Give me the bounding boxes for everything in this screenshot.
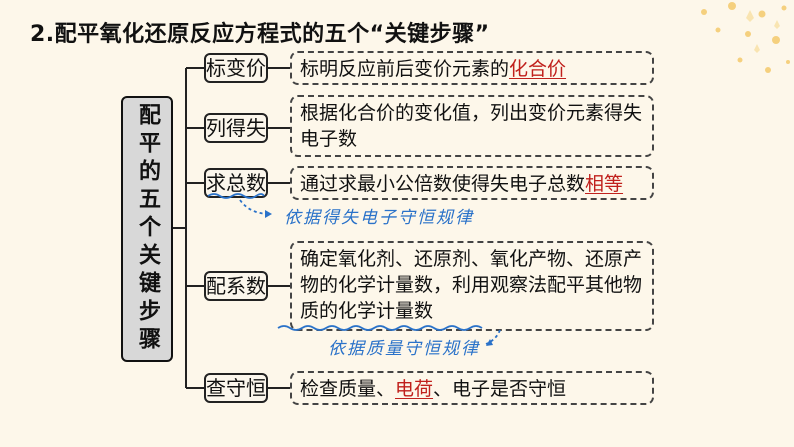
step-node-coefficients: 配系数 (204, 271, 268, 301)
desc-text: 检查质量、 (300, 378, 396, 400)
heading-text: 配平氧化还原反应方程式的五个“关键步骤” (54, 22, 490, 47)
step-description-check: 检查质量、电荷、电子是否守恒 (290, 371, 654, 405)
step-label: 列得失 (206, 116, 266, 140)
desc-text: 标明反应前后变价元素的 (300, 58, 510, 80)
main-label-box: 配平的五个关键步骤 (121, 96, 173, 362)
step-node-label-valence: 标变价 (204, 53, 268, 83)
step-label: 标变价 (206, 56, 266, 80)
step-label: 配系数 (206, 274, 266, 298)
step-node-list-gain-loss: 列得失 (204, 113, 268, 143)
note-electron-conservation: 依据得失电子守恒规律 (284, 208, 474, 228)
step-description-find-total: 通过求最小公倍数使得失电子总数相等 (290, 166, 654, 200)
step-description-gain-loss: 根据化合价的变化值，列出变价元素得失电子数 (290, 95, 654, 157)
step-label: 求总数 (206, 171, 266, 195)
desc-text-underlined: 利用观察法配平其他物质的化学计量数 (300, 274, 643, 322)
step-label: 查守恒 (206, 376, 266, 400)
note-mass-conservation: 依据质量守恒规律 (328, 339, 480, 359)
main-label: 配平的五个关键步骤 (135, 103, 160, 355)
step-node-check-conservation: 查守恒 (204, 373, 268, 403)
decorative-flower-pattern (701, 2, 790, 73)
section-heading: 2.配平氧化还原反应方程式的五个“关键步骤” (30, 16, 490, 48)
answer-text: 化合价 (509, 58, 567, 80)
step-description-valence: 标明反应前后变价元素的化合价 (290, 51, 654, 85)
step-node-find-total: 求总数 (204, 168, 268, 198)
desc-text: 通过求最小公倍数使得失电子总数 (300, 173, 586, 195)
heading-number: 2. (30, 22, 55, 47)
step-description-coefficients: 确定氧化剂、还原剂、氧化产物、还原产物的化学计量数，利用观察法配平其他物质的化学… (290, 241, 654, 331)
desc-text: 、电子是否守恒 (433, 378, 567, 400)
desc-text: 根据化合价的变化值，列出变价元素得失电子数 (300, 102, 643, 150)
answer-text: 电荷 (395, 378, 434, 400)
answer-text: 相等 (585, 173, 624, 195)
desc-text: 确定氧化剂、还原剂、氧化产物、还原产物的化学计量数， (300, 248, 643, 296)
